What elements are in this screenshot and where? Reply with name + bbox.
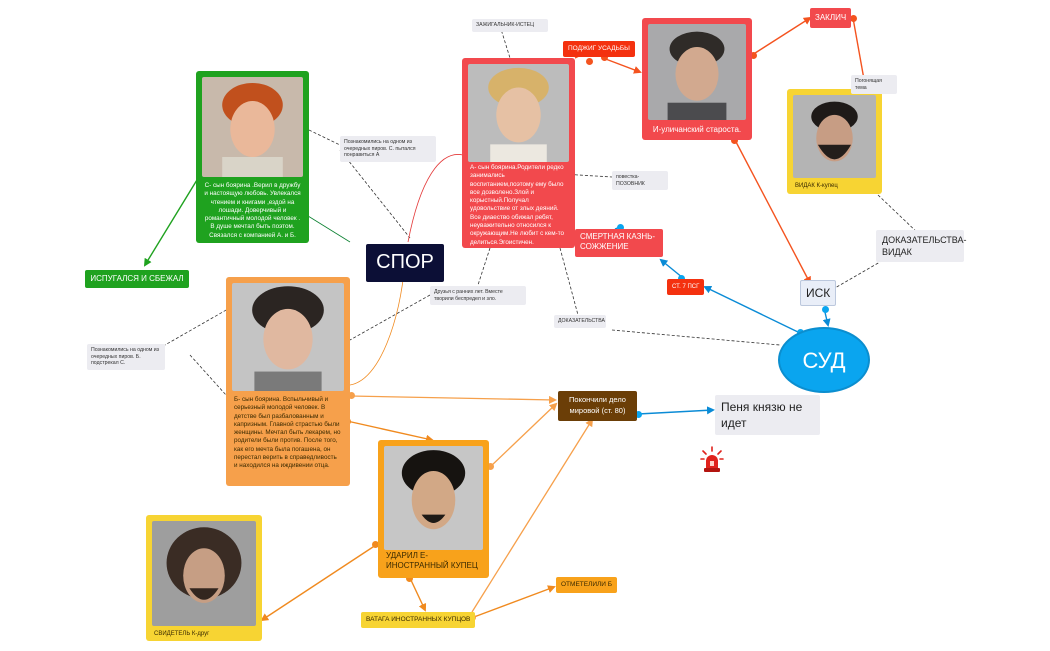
podzhog-node[interactable]: ПОДЖИГ УСАДЬБЫ [563, 41, 635, 57]
card-k-title: СВИДЕТЕЛЬ К-друг [154, 631, 210, 637]
character-card-i[interactable]: И-уличанский староста. [642, 18, 752, 140]
kazn-node[interactable]: СМЕРТНАЯ КАЗНЬ- СОЖЖЕНИЕ [575, 229, 663, 257]
note-pogonyayushchaya[interactable]: Погонящая тема [851, 75, 897, 94]
otmetelili-node[interactable]: ОТМЕТЕЛИЛИ Б [556, 577, 618, 593]
dokazatelstva-vidak-node[interactable]: ДОКАЗАТЕЛЬСТВА- ВИДАК [876, 230, 967, 262]
connector-dot[interactable] [586, 58, 593, 65]
card-e-title: УДАРИЛ Е- ИНОСТРАННЫЙ КУПЕЦ [386, 551, 478, 570]
portrait-e-photo [384, 446, 483, 550]
isk-node[interactable]: ИСК [800, 280, 836, 306]
connector-dot[interactable] [635, 411, 642, 418]
ispugalsya-node[interactable]: ИСПУГАЛСЯ И СБЕЖАЛ [85, 270, 189, 288]
character-card-e[interactable]: УДАРИЛ Е- ИНОСТРАННЫЙ КУПЕЦ [378, 440, 489, 578]
portrait-i-photo [648, 24, 746, 120]
connector-dot[interactable] [406, 575, 413, 582]
character-card-s[interactable]: С- сын боярина .Верил в дружбу и настоящ… [196, 71, 309, 243]
spor-node[interactable]: СПОР [366, 244, 444, 282]
siren-icon [700, 446, 724, 474]
portrait-b-photo [232, 283, 344, 391]
character-card-b[interactable]: Б- сын боярина. Вспыльчивый и серьезный … [226, 277, 350, 486]
sud-node[interactable]: СУД [778, 327, 870, 393]
pokonchili-node[interactable]: Покончили дело мировой (ст. 80) [558, 391, 637, 421]
connector-dot[interactable] [678, 275, 685, 282]
character-card-k[interactable]: СВИДЕТЕЛЬ К-друг [146, 515, 262, 641]
connector-dot[interactable] [731, 137, 738, 144]
connector-dot[interactable] [601, 54, 608, 61]
zaklich-node[interactable]: ЗАКЛИЧ [810, 8, 852, 28]
character-card-a[interactable]: А- сын боярина.Родители редко занимались… [462, 58, 575, 248]
portrait-s-photo [202, 77, 303, 177]
penya-node[interactable]: Пеня князю не идет [715, 395, 820, 435]
connector-dot[interactable] [487, 463, 494, 470]
card-b-description: Б- сын боярина. Вспыльчивый и серьезный … [234, 396, 341, 470]
connector-dot[interactable] [822, 306, 829, 313]
portrait-k-photo [152, 521, 256, 626]
note-povestka[interactable]: повестка-ПОЗОВНИК [612, 171, 668, 190]
connector-dot[interactable] [750, 52, 757, 59]
note-druzya[interactable]: Друзья с ранних лет. Вместе творили бесп… [430, 286, 526, 305]
portrait-vidak-photo [793, 95, 876, 178]
connector-dot[interactable] [850, 15, 857, 22]
note-zazhigalnik[interactable]: ЗАЖИГАЛЬНИК-ИСТЕЦ [472, 19, 548, 32]
card-i-title: И-уличанский староста. [652, 125, 742, 134]
connector-dot[interactable] [617, 224, 624, 231]
note-poznak-s[interactable]: Познакомились на одном из очередных пиро… [340, 136, 436, 162]
note-poznak-b[interactable]: Познакомились на одном из очередных пиро… [87, 344, 165, 370]
card-s-description: С- сын боярина .Верил в дружбу и настоящ… [204, 182, 301, 239]
card-a-description: А- сын боярина.Родители редко занимались… [470, 164, 565, 246]
connector-dot[interactable] [372, 541, 379, 548]
st7-node[interactable]: СТ. 7 ПСГ [667, 279, 705, 295]
character-card-vidak[interactable]: ВИДАК К-купец [787, 89, 882, 194]
portrait-a-photo [468, 64, 569, 162]
vataga-node[interactable]: ВАТАГА ИНОСТРАННЫХ КУПЦОВ [361, 612, 476, 628]
connector-dot[interactable] [348, 392, 355, 399]
note-dokazatelstva[interactable]: ДОКАЗАТЕЛЬСТВА [554, 315, 606, 328]
card-vidak-title: ВИДАК К-купец [795, 183, 838, 189]
